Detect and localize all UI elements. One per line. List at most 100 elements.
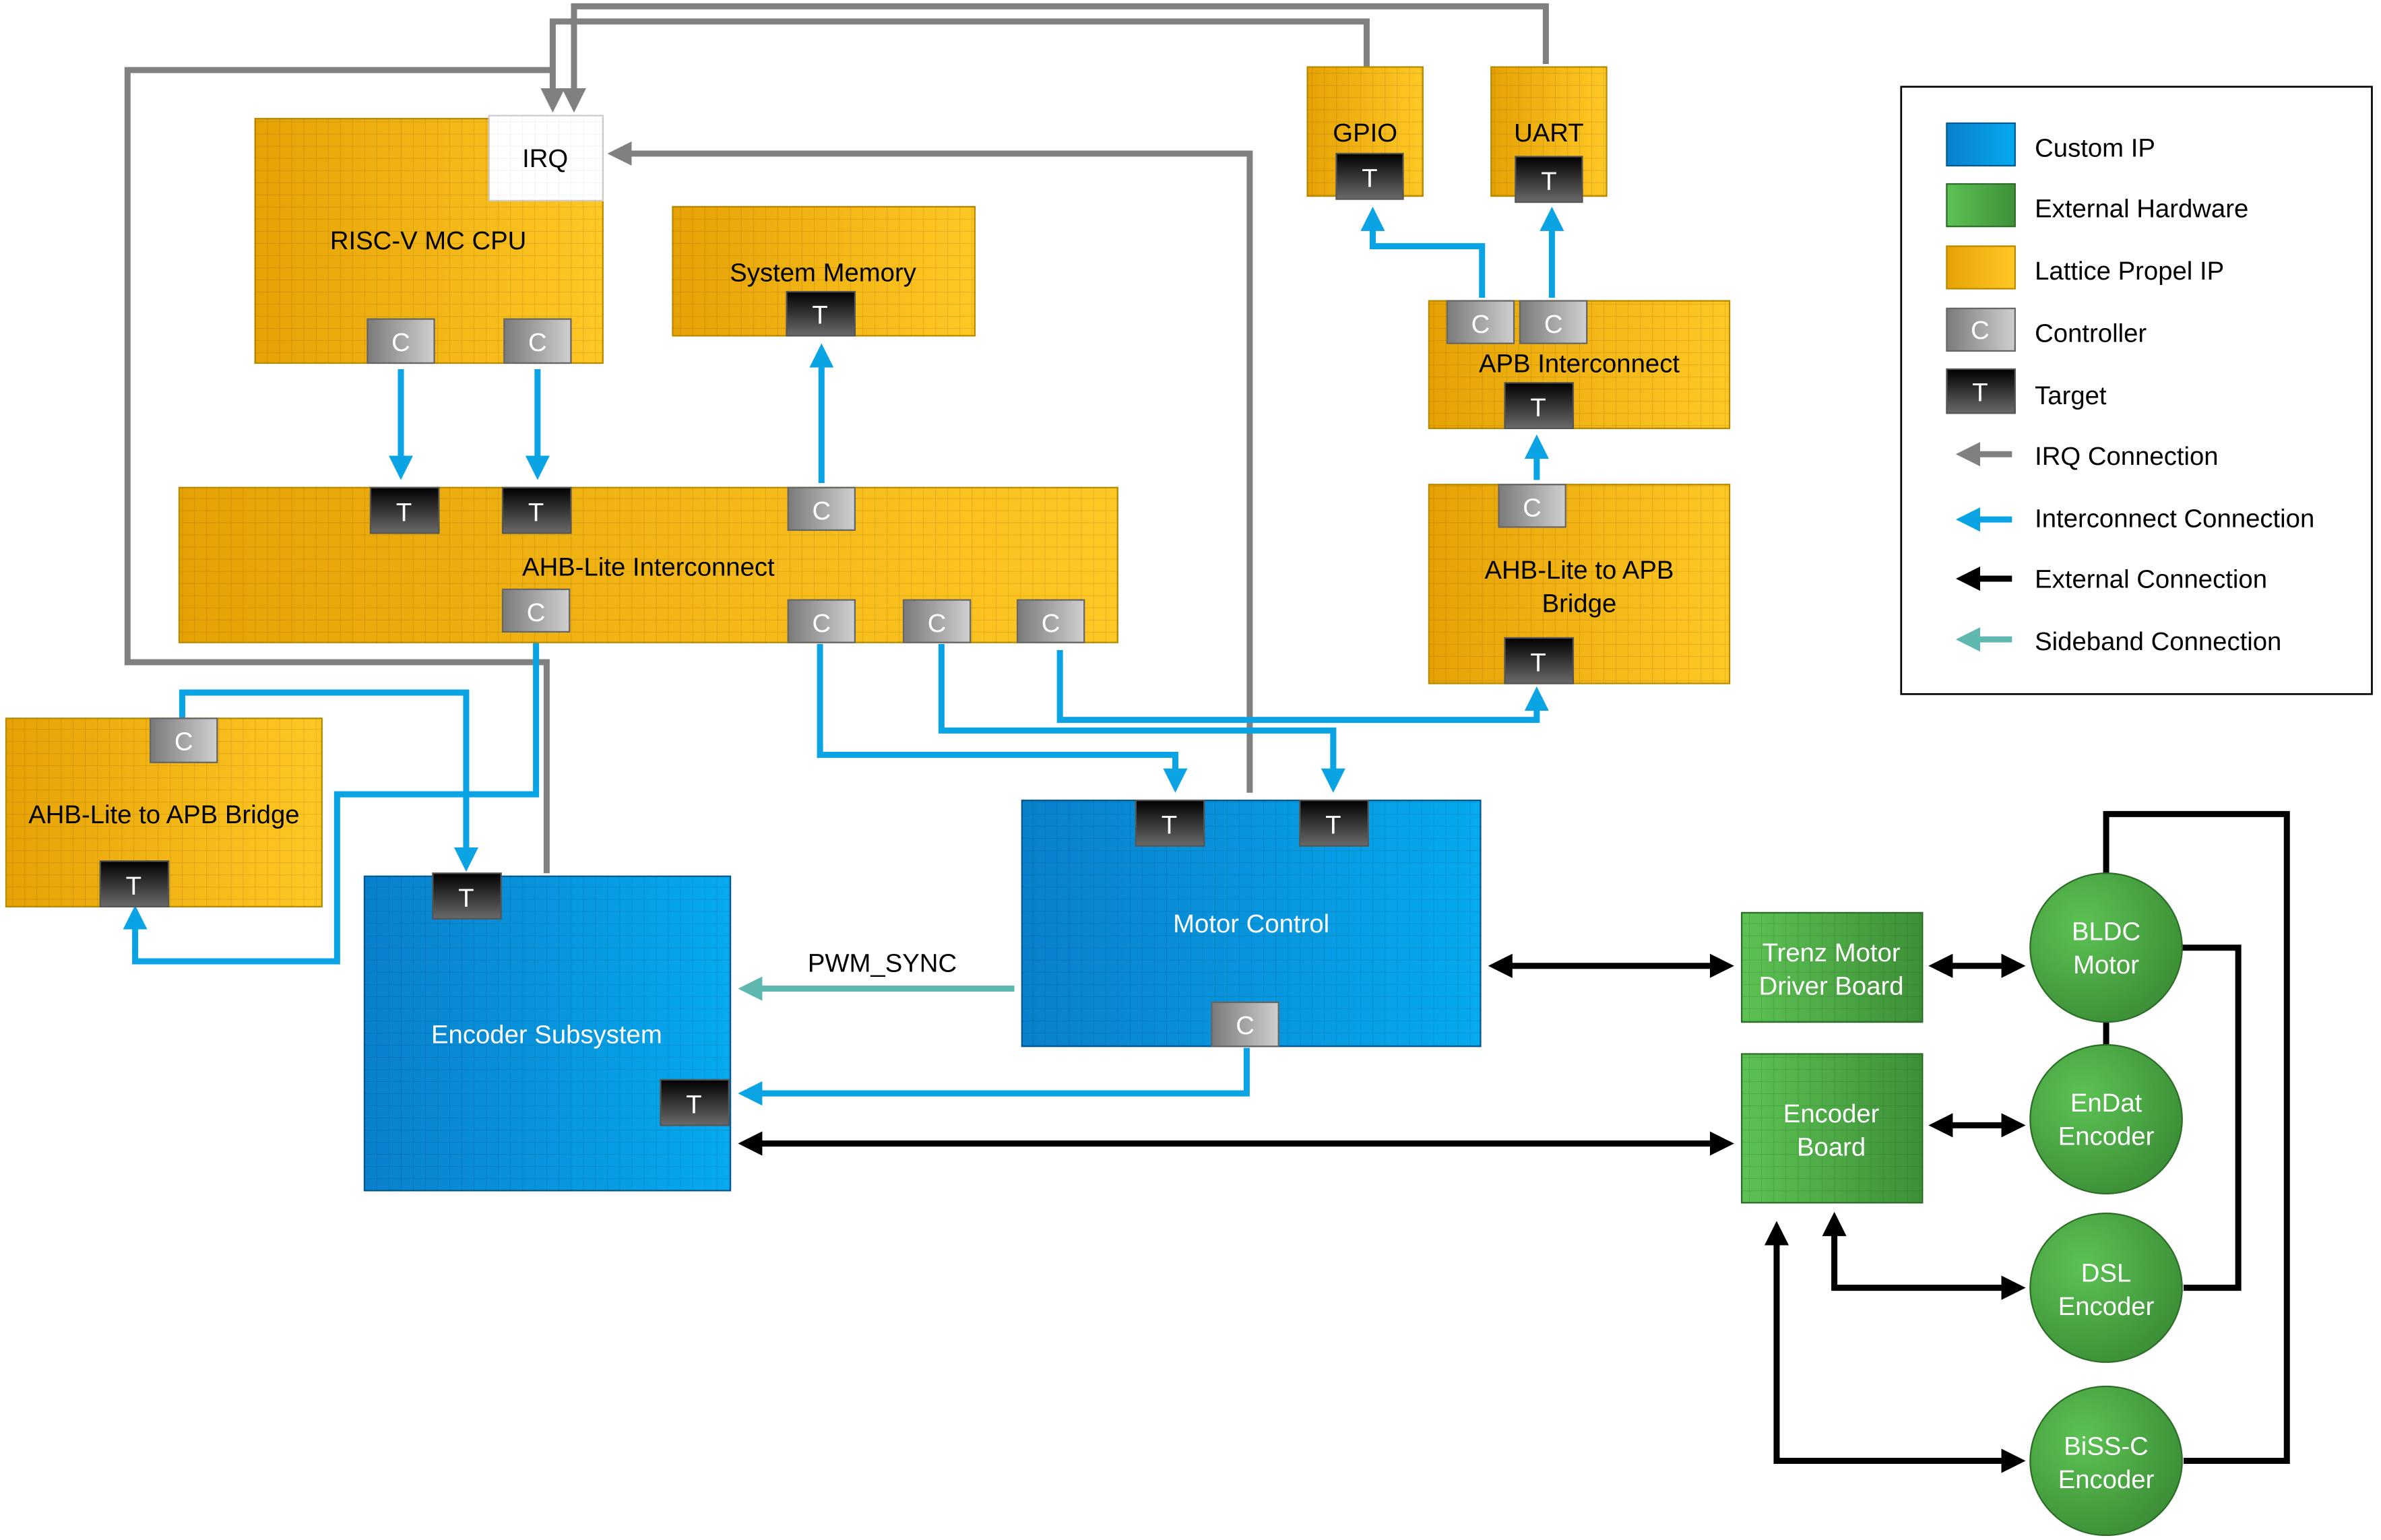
legend-label: Sideband Connection xyxy=(2035,627,2281,656)
port-glyph: T xyxy=(126,872,141,901)
legend-item-controller: C Controller xyxy=(1946,307,2147,352)
target-port[interactable]: T xyxy=(786,290,856,337)
block-risc-v-cpu[interactable]: IRQ RISC-V MC CPU C C xyxy=(254,115,604,364)
bldc-label-2: Motor xyxy=(2073,951,2139,980)
block-dsl-encoder[interactable]: DSL Encoder xyxy=(2029,1212,2183,1363)
irq-label: IRQ xyxy=(522,144,568,173)
target-port[interactable]: T xyxy=(1299,799,1369,847)
irq-line-uart xyxy=(561,3,1549,113)
target-port[interactable]: T xyxy=(1335,152,1404,200)
controller-port[interactable]: C xyxy=(1498,484,1566,528)
target-port[interactable]: T xyxy=(369,486,440,534)
irq-line-gpio xyxy=(540,18,1370,113)
gpio-label: GPIO xyxy=(1333,119,1397,148)
controller-port[interactable]: C xyxy=(503,318,572,364)
target-port[interactable]: T xyxy=(501,486,572,534)
uart-label: UART xyxy=(1514,119,1584,148)
legend-label: IRQ Connection xyxy=(2035,442,2218,471)
legend-item-external-hardware: External Hardware xyxy=(1946,183,2248,228)
block-ahb-interconnect[interactable]: AHB-Lite Interconnect T T C C C C C xyxy=(178,486,1118,643)
block-bldc-motor[interactable]: BLDC Motor xyxy=(2029,872,2183,1023)
target-port[interactable]: T xyxy=(1504,637,1575,684)
dsl-label-1: DSL xyxy=(2081,1259,2132,1288)
block-motor-control[interactable]: Motor Control T T C xyxy=(1021,799,1482,1048)
block-uart[interactable]: UART T xyxy=(1490,66,1608,203)
target-port[interactable]: T xyxy=(660,1079,730,1126)
target-port[interactable]: T xyxy=(1504,382,1575,430)
ext-board-biss xyxy=(1764,1221,2026,1473)
encoder-board-label-2: Board xyxy=(1797,1132,1866,1161)
ic-ahb-bridge-right xyxy=(1056,649,1549,724)
dsl-label-2: Encoder xyxy=(2058,1292,2155,1321)
legend-label: External Hardware xyxy=(2035,195,2248,224)
port-glyph: T xyxy=(1362,164,1377,193)
irq-connections xyxy=(124,3,1549,874)
legend-item-lattice-propel-ip: Lattice Propel IP xyxy=(1946,245,2224,290)
port-glyph: C xyxy=(928,609,947,638)
port-glyph: C xyxy=(1471,310,1490,339)
port-glyph: T xyxy=(1162,811,1177,840)
encoder-subsystem-label: Encoder Subsystem xyxy=(431,1021,662,1050)
block-ahb-apb-bridge-left[interactable]: AHB-Lite to APB Bridge C T xyxy=(5,717,323,907)
port-glyph: T xyxy=(812,300,827,329)
ext-bldc-dsl-loop xyxy=(2179,944,2242,1291)
trenz-label-1: Trenz Motor xyxy=(1763,938,1901,967)
port-glyph: C xyxy=(1523,494,1542,523)
port-glyph: T xyxy=(1530,649,1546,678)
port-glyph: C xyxy=(391,328,410,357)
bridge-right-label-2: Bridge xyxy=(1542,589,1617,618)
port-glyph: T xyxy=(1530,393,1546,422)
target-port[interactable]: T xyxy=(432,872,502,920)
target-port[interactable]: T xyxy=(1135,799,1205,847)
controller-port[interactable]: C xyxy=(501,588,571,633)
controller-port[interactable]: C xyxy=(902,599,972,643)
irq-port[interactable]: IRQ xyxy=(488,115,604,201)
port-glyph: C xyxy=(1042,609,1060,638)
endat-label-2: Encoder xyxy=(2058,1122,2155,1151)
sysmem-label: System Memory xyxy=(730,258,916,287)
irq-line-encoder xyxy=(124,67,553,874)
sideband-connections: PWM_SYNC xyxy=(738,949,1015,1001)
legend-label: Lattice Propel IP xyxy=(2035,257,2224,286)
controller-port[interactable]: C xyxy=(1446,300,1515,344)
controller-port[interactable]: C xyxy=(787,599,856,643)
block-trenz-motor-driver[interactable]: Trenz Motor Driver Board xyxy=(1741,911,1924,1023)
controller-port[interactable]: C xyxy=(150,717,218,763)
legend-item-sideband: Sideband Connection xyxy=(1955,627,2281,656)
cpu-label: RISC-V MC CPU xyxy=(330,226,526,255)
legend-label: Custom IP xyxy=(2035,133,2155,162)
block-gpio[interactable]: GPIO T xyxy=(1306,66,1424,200)
block-biss-c-encoder[interactable]: BiSS-C Encoder xyxy=(2029,1385,2183,1537)
block-system-memory[interactable]: System Memory T xyxy=(672,205,976,337)
target-port[interactable]: T xyxy=(99,860,170,907)
controller-port[interactable]: C xyxy=(1016,599,1085,643)
port-glyph: T xyxy=(396,498,412,527)
legend: Custom IP External Hardware Lattice Prop… xyxy=(1900,86,2373,695)
ic-ahb-bridge-left xyxy=(123,635,540,965)
target-port[interactable]: T xyxy=(1515,156,1583,203)
block-endat-encoder[interactable]: EnDat Encoder xyxy=(2029,1044,2183,1194)
block-ahb-apb-bridge-right[interactable]: AHB-Lite to APB Bridge C T xyxy=(1428,484,1731,684)
port-glyph: C xyxy=(1544,310,1563,339)
block-apb-interconnect[interactable]: APB Interconnect C C T xyxy=(1428,300,1731,430)
external-connections xyxy=(738,810,2290,1473)
controller-port[interactable]: C xyxy=(367,318,435,364)
irq-line-motor xyxy=(607,141,1253,793)
controller-port[interactable]: C xyxy=(1519,300,1588,344)
ic-bridgeleft-encoder xyxy=(179,689,478,872)
controller-glyph-icon: C xyxy=(1971,316,1990,345)
legend-item-custom-ip: Custom IP xyxy=(1946,122,2155,167)
endat-label-1: EnDat xyxy=(2070,1089,2142,1118)
controller-port[interactable]: C xyxy=(787,486,856,532)
block-encoder-board[interactable]: Encoder Board xyxy=(1741,1053,1924,1204)
legend-item-external: External Connection xyxy=(1955,565,2267,594)
encoder-board-label-1: Encoder xyxy=(1783,1099,1880,1128)
bldc-label-1: BLDC xyxy=(2072,917,2140,946)
port-glyph: C xyxy=(527,598,546,627)
ic-apb-gpio xyxy=(1360,206,1486,298)
ahb-label: AHB-Lite Interconnect xyxy=(522,553,775,582)
block-encoder-subsystem[interactable]: Encoder Subsystem T T xyxy=(363,872,732,1192)
controller-port[interactable]: C xyxy=(1211,1001,1279,1048)
legend-label: Interconnect Connection xyxy=(2035,504,2314,533)
